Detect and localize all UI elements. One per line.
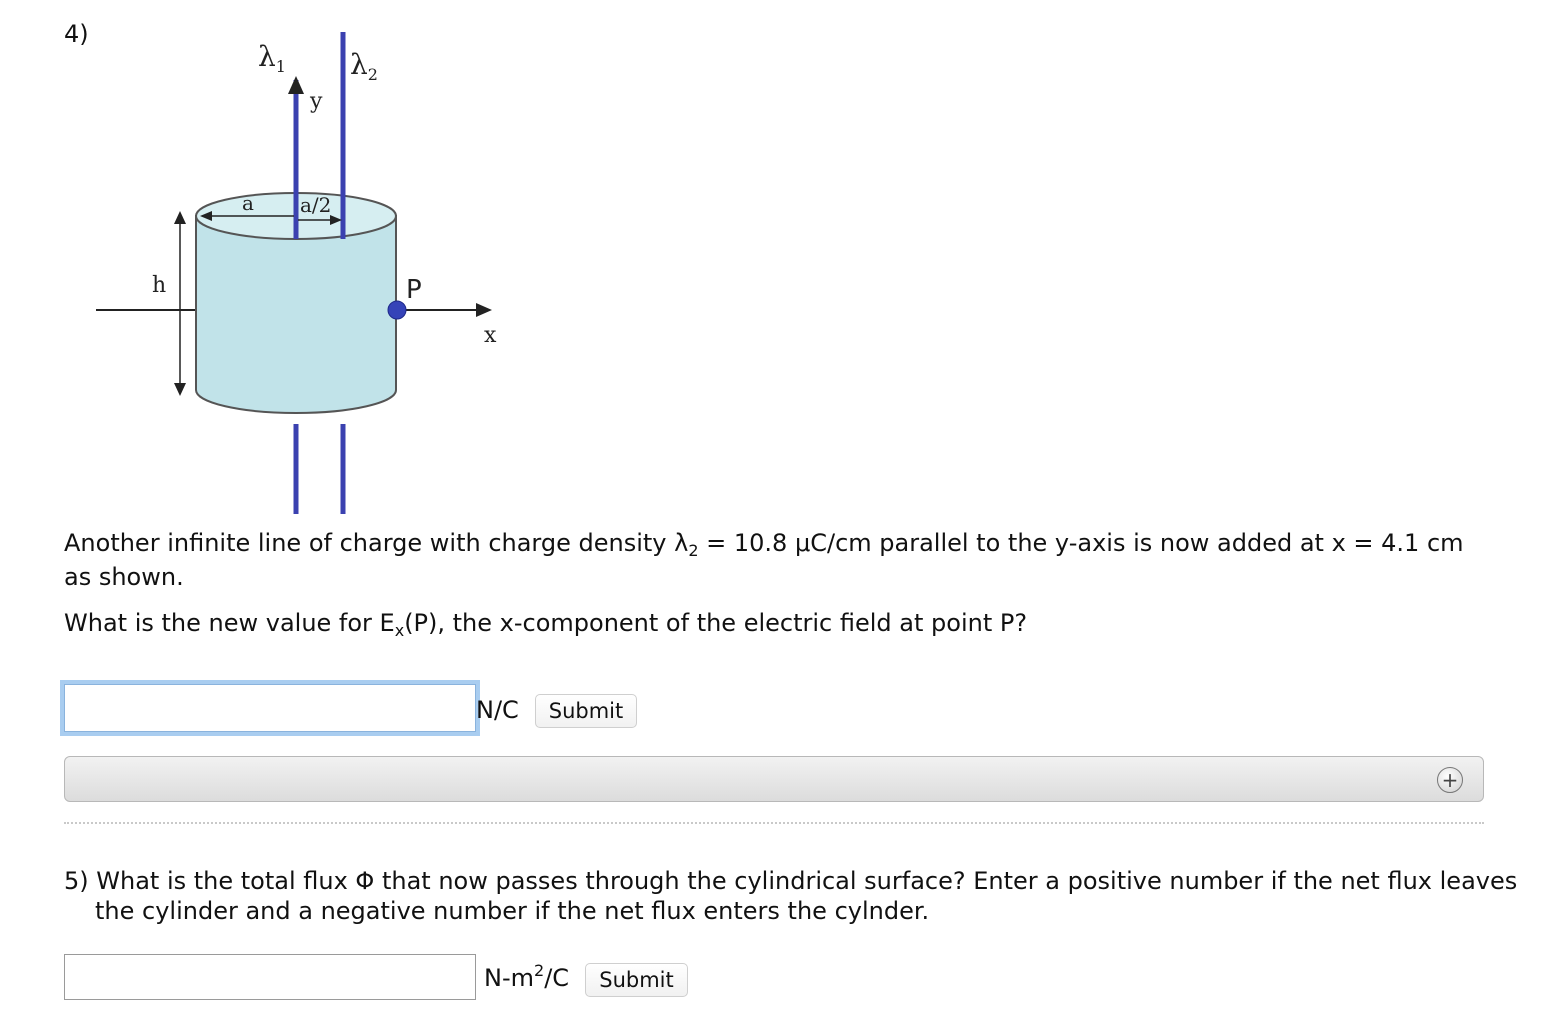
- unit-label-q4: N/C: [476, 696, 519, 724]
- x-axis-label: x: [484, 323, 497, 348]
- cylinder-diagram: λ1 λ2 y a a/2 h P x: [90, 24, 510, 524]
- question5-text: 5) What is the total flux Φ that now pas…: [64, 867, 1518, 925]
- section-divider: [64, 822, 1484, 824]
- question4-prompt: What is the new value for Ex(P), the x-c…: [64, 609, 1028, 640]
- radius-a-arrowhead: [200, 211, 212, 221]
- x-axis-arrowhead: [476, 303, 492, 317]
- a-half-label: a/2: [300, 193, 331, 217]
- y-axis-arrowhead: [288, 76, 304, 94]
- cylinder-diagram-svg: λ1 λ2 y a a/2 h P x: [96, 32, 497, 514]
- y-axis-label: y: [309, 89, 323, 114]
- submit-button-q5[interactable]: Submit: [585, 963, 688, 997]
- a-half-arrowhead: [330, 215, 342, 225]
- lambda1-label: λ1: [258, 40, 286, 76]
- h-label: h: [152, 273, 166, 298]
- hint-expander-bar[interactable]: +: [64, 756, 1484, 802]
- unit-label-q5: N-m2/C: [484, 961, 570, 993]
- height-h-arrowhead-top: [174, 211, 186, 224]
- question4-text: Another infinite line of charge with cha…: [64, 529, 1464, 591]
- cylinder-body: [195, 215, 397, 414]
- lambda2-label: λ2: [350, 48, 378, 84]
- submit-button-q4[interactable]: Submit: [535, 694, 637, 728]
- plus-circle-icon[interactable]: +: [1437, 767, 1463, 793]
- a-label: a: [242, 191, 254, 215]
- question-number: 4): [64, 20, 89, 48]
- answer-input-q4[interactable]: [64, 684, 476, 732]
- p-label: P: [406, 275, 422, 305]
- height-h-arrowhead-bottom: [174, 383, 186, 396]
- answer-input-q5[interactable]: [64, 954, 476, 1000]
- point-p: [387, 300, 407, 320]
